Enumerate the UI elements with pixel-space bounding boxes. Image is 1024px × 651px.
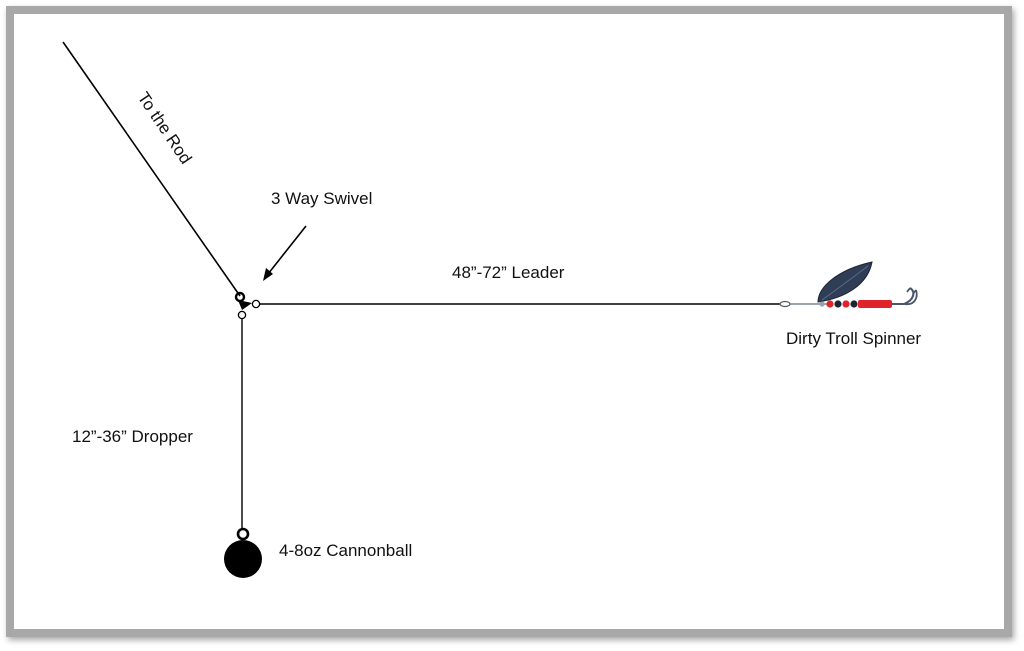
spinner-lure-icon	[779, 261, 918, 308]
swivel-label: 3 Way Swivel	[271, 189, 372, 208]
diagram-border	[6, 6, 1012, 637]
weight-label: 4-8oz Cannonball	[279, 541, 412, 560]
leader-label: 48”-72” Leader	[452, 263, 565, 282]
dropper-label: 12”-36” Dropper	[72, 427, 193, 446]
three-way-swivel-icon	[234, 291, 261, 320]
cannonball-weight-icon	[224, 527, 262, 578]
lure-label: Dirty Troll Spinner	[786, 329, 921, 348]
swivel-pointer-arrow	[263, 225, 307, 281]
main-line-to-rod	[62, 41, 241, 297]
